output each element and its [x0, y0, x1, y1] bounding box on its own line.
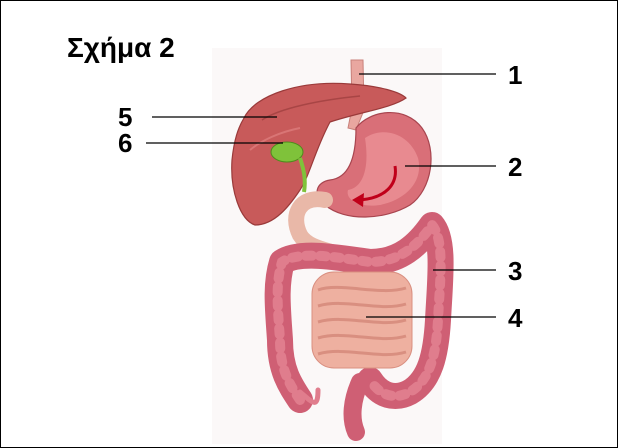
label-3: 3: [508, 258, 522, 284]
label-2: 2: [508, 154, 522, 180]
small-intestine: [312, 272, 412, 368]
label-4: 4: [508, 305, 522, 331]
rectum: [353, 382, 360, 432]
label-1: 1: [508, 62, 522, 88]
label-5: 5: [118, 104, 132, 130]
gallbladder: [271, 142, 303, 162]
label-6: 6: [118, 130, 132, 156]
